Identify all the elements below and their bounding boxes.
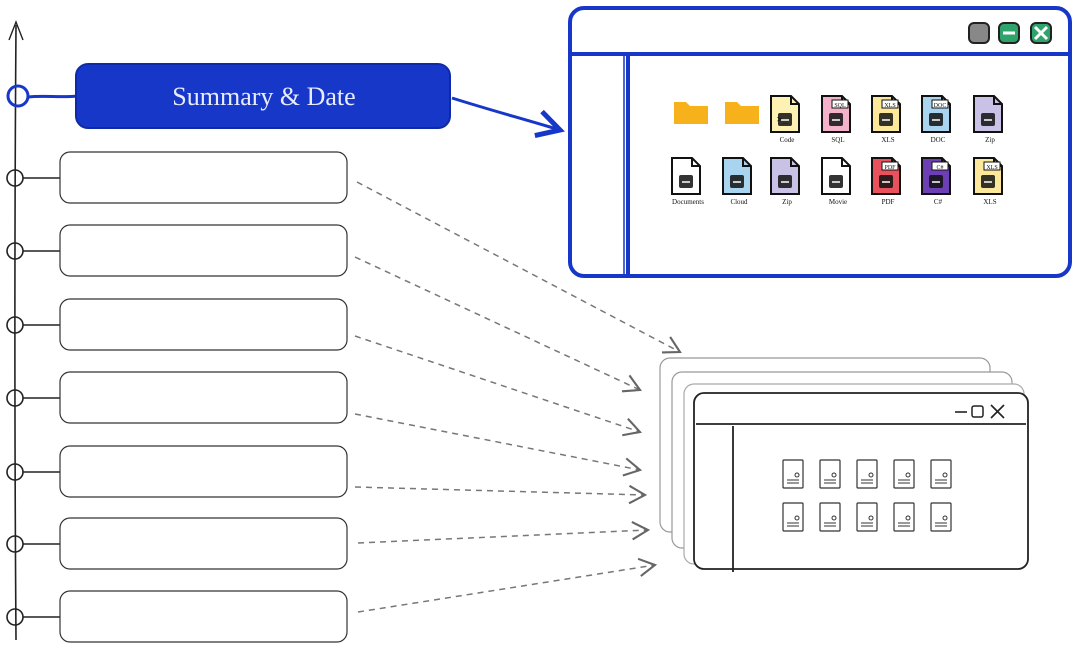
dashed-arrow [354,484,648,505]
file-icon-label: Movie [829,198,847,206]
file-icon-label: Zip [782,198,792,206]
code-file-icon[interactable]: >_Code [770,95,800,144]
sketch-file-icon[interactable] [893,459,915,489]
dashed-arrow [357,521,651,544]
timeline-row-box[interactable] [59,445,348,498]
movie-file-icon[interactable]: Movie [821,157,851,206]
summary-box[interactable] [75,63,451,129]
svg-text:DOC: DOC [934,103,947,109]
timeline-row [6,445,348,498]
sketch-file-icon[interactable] [930,502,952,532]
big-window: >_CodeSQLSQLXLSXLSDOCDOCZipDocumentsClou… [568,6,1072,278]
sketch-file-icon[interactable] [930,459,952,489]
svg-text:C#: C# [936,165,943,171]
file-icon-label: C# [934,198,943,206]
file-icon-label: Documents [672,198,704,206]
dashed-arrow [354,335,643,437]
doc-file-icon[interactable]: DOC DOC [921,95,951,144]
timeline-row-box[interactable] [59,151,348,204]
cloud-file-icon[interactable]: Cloud [722,157,752,206]
file-icon-label: Zip [985,136,995,144]
svg-text:PDF: PDF [884,165,896,171]
timeline-row-box[interactable] [59,224,348,277]
file-icon-grid: >_CodeSQLSQLXLSXLSDOCDOCZipDocumentsClou… [671,95,1003,206]
sql-file-icon[interactable]: SQL SQL [821,95,851,144]
sketch-file-icon[interactable] [856,459,878,489]
timeline-row [6,298,348,351]
dashed-connectors [354,181,682,613]
svg-text:SQL: SQL [834,103,846,109]
sketch-file-icon[interactable] [819,502,841,532]
close-icon[interactable] [1030,22,1052,44]
file-icon-label: DOC [931,136,946,144]
sketch-file-icon[interactable] [893,502,915,532]
timeline-row [6,590,348,643]
file-icon-label: Cloud [730,198,748,206]
timeline-row [6,151,348,204]
folder-icon[interactable] [725,102,759,124]
timeline-row [6,371,348,424]
summary-node [6,84,79,108]
timeline-row-box[interactable] [59,371,348,424]
close-icon[interactable] [990,404,1005,419]
sketch-file-icon[interactable] [782,502,804,532]
xls-file-icon[interactable]: XLS XLS [973,157,1003,206]
file-icon-label: XLS [983,198,996,206]
file-icon-label: PDF [882,198,895,206]
minimize-icon[interactable] [968,22,990,44]
dashed-arrow [354,413,643,477]
timeline-row [6,224,348,277]
small-window [693,392,1029,572]
xls-file-icon[interactable]: XLS XLS [871,95,901,144]
folder-icon[interactable] [674,102,708,124]
file-icon-label: XLS [881,136,894,144]
timeline-row-box[interactable] [59,517,348,570]
svg-text:XLS: XLS [884,103,895,109]
zip-file-icon[interactable]: Zip [973,95,1003,144]
dashed-arrow [357,557,658,613]
sketch-file-icon[interactable] [856,502,878,532]
summary-arrow [451,96,560,130]
sketch-file-icon[interactable] [819,459,841,489]
maximize-icon[interactable] [998,22,1020,44]
file-icon-label: SQL [831,136,844,144]
maximize-icon[interactable] [971,405,984,418]
svg-text:XLS: XLS [986,165,997,171]
zip-file-icon[interactable]: Zip [770,157,800,206]
dashed-arrow [356,181,682,354]
pdf-file-icon[interactable]: PDF PDF [871,157,901,206]
sketch-file-icon[interactable] [782,459,804,489]
timeline-rows [6,151,348,643]
timeline-row-box[interactable] [59,298,348,351]
timeline-node [6,608,24,626]
csharp-file-icon[interactable]: C# C# [921,157,951,206]
documents-icon[interactable]: Documents [671,157,704,206]
timeline-axis [8,20,24,641]
timeline-row-box[interactable] [59,590,348,643]
timeline-row [6,517,348,570]
dashed-arrow [354,256,642,393]
sketch-file-grid [782,459,952,532]
summary-title: Summary & Date [172,82,356,111]
small-window-stack [659,357,1029,572]
file-icon-label: Code [780,136,795,144]
